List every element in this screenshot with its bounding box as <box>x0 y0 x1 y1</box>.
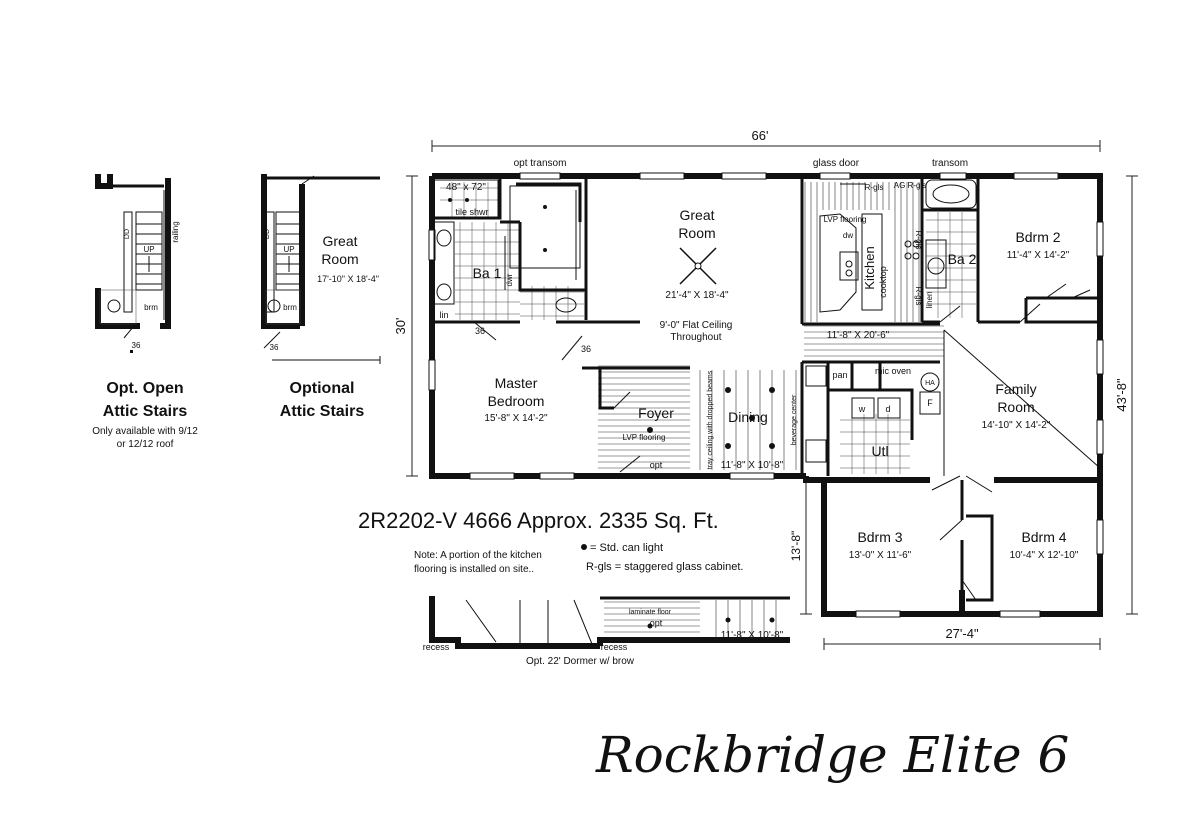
note-w: w <box>858 404 866 414</box>
open-attic-dd: DD <box>124 229 131 239</box>
note-ha: HA <box>925 380 935 387</box>
attic-up: UP <box>283 245 294 254</box>
dining-size: 11'-8" X 10'-8" <box>721 460 784 471</box>
legend-can-light: = Std. can light <box>590 542 663 554</box>
interior-walls <box>432 176 1100 614</box>
note-tray-ceiling: tray ceiling with dropped beams <box>707 370 714 469</box>
great-room-label-1: Great <box>679 207 714 223</box>
note-great-36: 36 <box>581 344 591 354</box>
note-shower-size: 48" x 72" <box>446 182 486 193</box>
attic-great-2: Room <box>321 251 358 267</box>
note-d: d <box>885 404 890 414</box>
fixtures <box>433 179 1101 476</box>
dormer-inset <box>429 596 790 649</box>
dining-label: Dining <box>728 409 768 425</box>
family-size: 14'-10" X 14'-2" <box>982 420 1051 431</box>
open-attic-brm: brm <box>144 303 158 312</box>
open-attic-title-1: Opt. Open <box>106 380 183 397</box>
model-signature: Rockbridge Elite 6 <box>595 726 1069 784</box>
great-room-label-2: Room <box>678 225 715 241</box>
open-attic-36: 36 <box>132 341 141 350</box>
doors <box>473 183 1091 601</box>
open-attic-note-2: or 12/12 roof <box>117 439 174 450</box>
note-f: F <box>927 398 933 408</box>
overall-depth-label: 30' <box>393 318 408 335</box>
bdrm2-label: Bdrm 2 <box>1015 229 1060 245</box>
note-dwr: dwr <box>505 273 514 286</box>
attic-dd: DD <box>264 229 271 239</box>
attic-great-size: 17'-10" X 18'-4" <box>317 274 379 284</box>
note-beverage-center: beverage center <box>791 394 798 445</box>
open-attic-note-1: Only available with 9/12 <box>92 426 198 437</box>
dormer-recess-mid: recess <box>601 642 628 652</box>
master-label-1: Master <box>495 375 538 391</box>
attic-great-1: Great <box>322 233 357 249</box>
note-r-gls-side-2: R-gls <box>914 287 923 306</box>
attic-title-1: Optional <box>290 380 355 397</box>
dormer-size: 11'-8" X 10'-8" <box>721 630 784 641</box>
note-master-36: 36 <box>475 326 485 336</box>
bdrm3-label: Bdrm 3 <box>857 529 902 545</box>
model-code-line: 2R2202-V 4666 Approx. 2335 Sq. Ft. <box>358 508 719 533</box>
note-opt-transom: opt transom <box>514 158 567 169</box>
note-dw: dw <box>843 231 853 240</box>
ba1-label: Ba 1 <box>473 265 502 281</box>
wing-width-label: 27'-4" <box>945 626 979 641</box>
dormer-laminate: laminate floor <box>629 609 672 616</box>
master-size: 15'-8" X 14'-2" <box>484 413 548 424</box>
lvp-flooring-hatch <box>598 182 944 470</box>
attic-title-2: Attic Stairs <box>280 403 365 420</box>
note-ceiling-2: Throughout <box>670 332 721 343</box>
open-attic-inset <box>95 174 171 353</box>
note-transom: transom <box>932 158 968 169</box>
note-ag-rgls: AG R-gls <box>894 181 926 190</box>
master-label-2: Bedroom <box>488 393 545 409</box>
note-lvp-foyer: LVP flooring <box>623 433 666 442</box>
open-attic-railing: railing <box>171 221 180 242</box>
legend-note-1: Note: A portion of the kitchen <box>414 550 542 561</box>
note-tile-shwr: tile shwr <box>455 207 488 217</box>
open-attic-title-2: Attic Stairs <box>103 403 188 420</box>
bdrm4-size: 10'-4" X 12'-10" <box>1010 550 1079 561</box>
right-depth-label: 43'-8" <box>1114 378 1129 412</box>
dormer-recess-left: recess <box>423 642 450 652</box>
bdrm4-label: Bdrm 4 <box>1021 529 1066 545</box>
great-room-size: 21'-4" X 18'-4" <box>665 290 729 301</box>
bdrm3-size: 13'-0" X 11'-6" <box>849 550 912 561</box>
can-light-legend-icon <box>581 544 587 550</box>
kitchen-size: 11'-8" X 20'-6" <box>827 330 890 341</box>
note-pan: pan <box>832 370 847 380</box>
wing-depth-label: 13'-8" <box>789 531 803 562</box>
kitchen-label: Kitchen <box>862 246 877 289</box>
bath-tile <box>440 182 976 474</box>
legend-note-2: flooring is installed on site.. <box>414 564 534 575</box>
dormer-opt: opt <box>650 618 663 628</box>
ba2-label: Ba 2 <box>948 251 977 267</box>
legend-r-gls: R-gls = staggered glass cabinet. <box>586 561 743 573</box>
attic-brm: brm <box>283 303 297 312</box>
family-label-2: Room <box>997 399 1034 415</box>
note-opt-foyer: opt <box>650 460 663 470</box>
windows <box>428 172 1104 618</box>
note-r-gls-side: R-gls <box>914 231 923 250</box>
foyer-label: Foyer <box>638 405 674 421</box>
attic-36: 36 <box>270 343 279 352</box>
dimension-lines <box>406 140 1138 650</box>
attic-stairs-inset <box>261 174 381 364</box>
note-lvp-kitchen: LVP flooring <box>824 215 867 224</box>
bdrm2-size: 11'-4" X 14'-2" <box>1007 250 1070 261</box>
overall-width-label: 66' <box>752 128 769 143</box>
note-r-gls: R-gls <box>865 183 884 192</box>
utl-label: Utl <box>871 443 888 459</box>
note-mic-oven: mic oven <box>875 366 911 376</box>
note-lin: lin <box>439 310 448 320</box>
note-ceiling-1: 9'-0" Flat Ceiling <box>660 320 733 331</box>
note-cooktop: cooktop <box>878 266 888 298</box>
open-attic-up: UP <box>143 245 154 254</box>
note-glass-door: glass door <box>813 158 860 169</box>
note-linen: linen <box>925 292 934 309</box>
family-label-1: Family <box>995 381 1036 397</box>
dormer-caption: Opt. 22' Dormer w/ brow <box>526 656 635 667</box>
